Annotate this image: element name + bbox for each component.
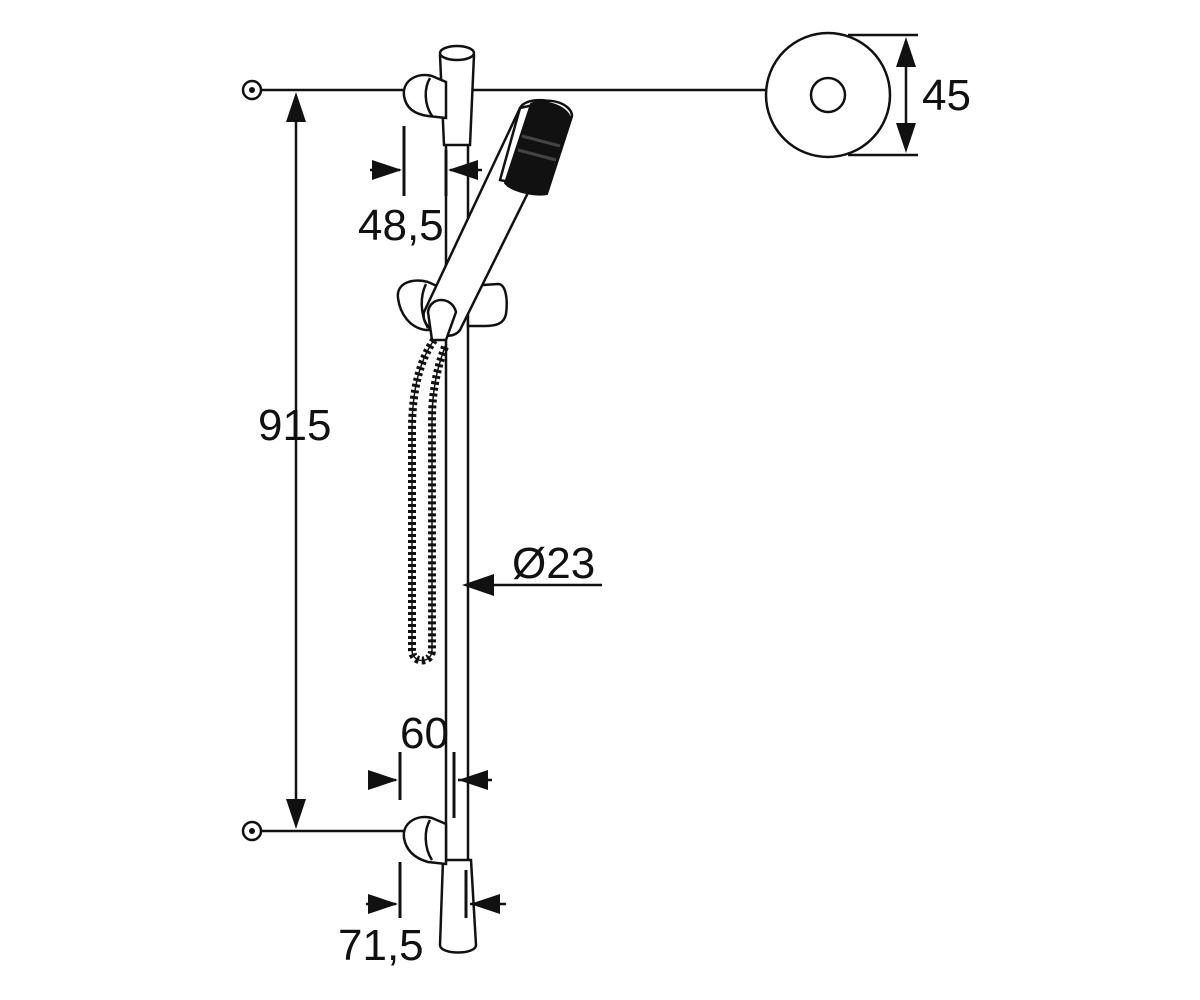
wall-rosette [764,31,892,159]
top-offset-label: 48,5 [358,201,444,250]
rosette-dimension: 45 [848,33,971,157]
rail-diameter-label: Ø23 [512,539,595,588]
top-offset-dimension: 48,5 [358,126,482,250]
inner-offset-label: 60 [400,709,449,758]
hand-shower [422,99,574,342]
outer-offset-label: 71,5 [338,921,424,970]
top-bracket [402,73,448,120]
bottom-offset-dimensions: 60 71,5 [338,709,506,970]
height-dimension-label: 915 [258,401,331,450]
top-mount-point [241,79,263,101]
rosette-diameter-label: 45 [922,71,971,120]
rail-diameter-callout: Ø23 [462,539,602,596]
bottom-bracket [402,815,448,866]
height-dimension: 915 [258,92,331,829]
shower-hose [408,337,450,665]
spray-face [503,100,572,196]
bottom-mount-point [241,820,263,842]
